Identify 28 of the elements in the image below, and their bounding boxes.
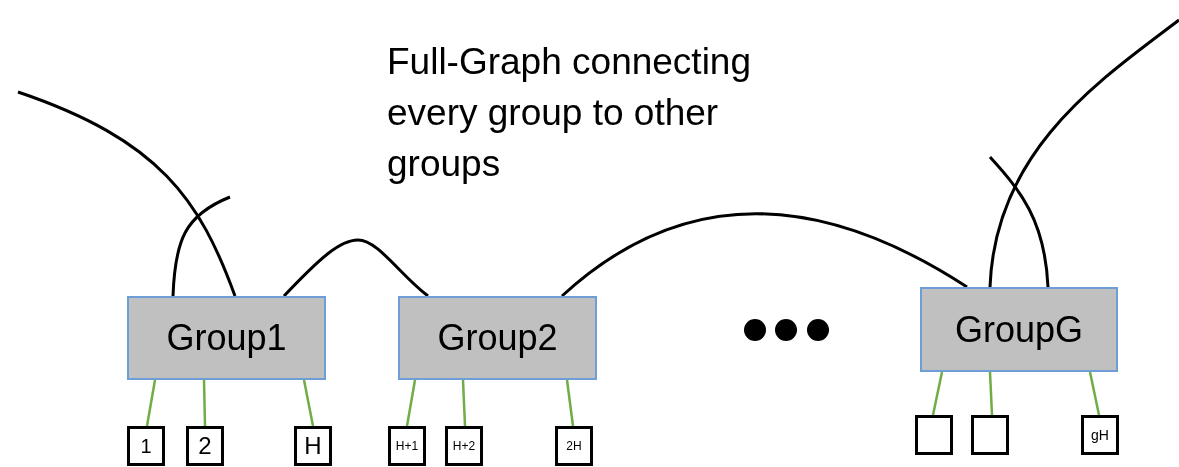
note-text: Full-Graph connecting every group to other groups: [387, 40, 753, 186]
empty-box: [915, 415, 953, 455]
link-line: [988, 371, 994, 416]
link-line: [302, 379, 315, 427]
link-line: [461, 379, 467, 427]
link-line: [1088, 371, 1101, 416]
connection-curve: [988, 156, 1050, 288]
terminal-box: H+1: [388, 426, 426, 466]
connection-curve: [171, 195, 231, 297]
link-line: [202, 379, 207, 427]
terminal-box: 1: [127, 426, 165, 466]
link-line: [565, 379, 575, 427]
connection-curve: [17, 90, 237, 297]
group-box: GroupG: [920, 287, 1118, 372]
empty-box: [971, 415, 1009, 455]
terminal-box: 2H: [555, 426, 593, 466]
link-line: [931, 371, 944, 416]
terminal-box: H+2: [445, 426, 483, 466]
terminal-box: gH: [1081, 415, 1119, 455]
group-box: Group1: [127, 296, 326, 380]
terminal-box: H: [294, 426, 332, 466]
connection-curve: [988, 18, 1179, 288]
connection-curve: [282, 238, 429, 298]
link-line: [145, 379, 157, 427]
link-line: [405, 379, 417, 427]
connection-curve: [561, 212, 968, 298]
terminal-box: 2: [186, 426, 224, 466]
group-box: Group2: [398, 296, 597, 380]
